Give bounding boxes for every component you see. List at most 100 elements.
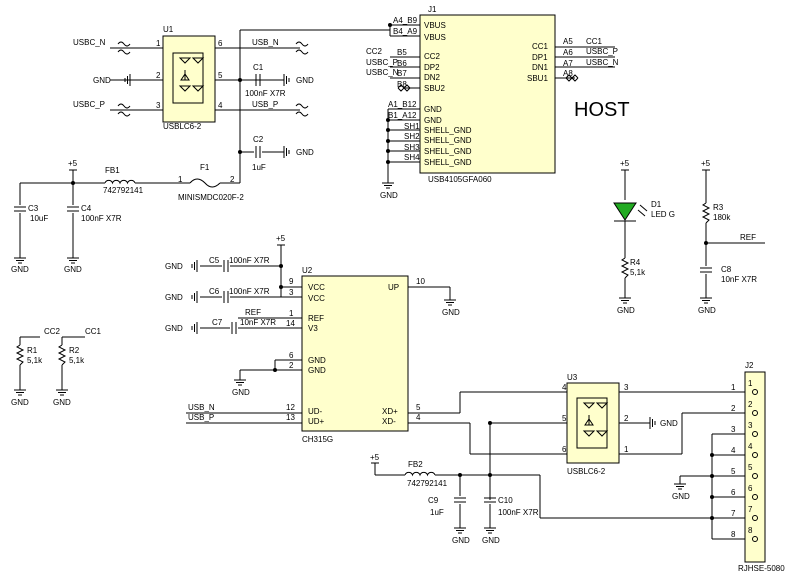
u1-esd-chip: U1 USBLC6-2 [162, 25, 216, 131]
pin-label: VBUS [424, 33, 446, 42]
pin-label: A1_B12 [388, 100, 417, 109]
c10-val: 100nF X7R [498, 508, 539, 517]
gnd-c2: GND [296, 148, 314, 157]
pin-label: 5 [731, 467, 736, 476]
pin-label: DN2 [424, 73, 441, 82]
gnd-j1: GND [380, 191, 398, 200]
pin-label: 4 [731, 446, 736, 455]
pin-label: SBU1 [527, 74, 548, 83]
pin-label: DP1 [532, 53, 548, 62]
pin-label: UD+ [308, 417, 325, 426]
pin-label: VCC [308, 283, 325, 292]
c10-ref: C10 [498, 496, 513, 505]
u3-pin3: 3 [624, 383, 629, 392]
u1-wires [110, 29, 390, 183]
gnd-c4: GND [64, 265, 82, 274]
net-cc1-r2: CC1 [85, 327, 102, 336]
pin-label: XD+ [382, 407, 398, 416]
gnd-r1: GND [11, 398, 29, 407]
u1-pin3: 3 [156, 101, 161, 110]
pin-label: UP [388, 283, 399, 292]
u3-ref: U3 [567, 373, 578, 382]
net-usbc-p-j1r: USBC_P [586, 47, 618, 56]
led-d1 [613, 169, 648, 250]
u2-pin-names: VCC VCC REF V3 GND GND UD- UD+ UP XD+ XD… [308, 283, 399, 426]
gnd-c3: GND [11, 265, 29, 274]
pin-label: 3 [748, 421, 753, 430]
pin-label: 1 [178, 175, 183, 184]
j2-part: RJHSE-5080 [738, 564, 785, 573]
pin-label: B4_A9 [393, 27, 418, 36]
gnd-c5: GND [165, 262, 183, 271]
c6-ref: C6 [209, 287, 220, 296]
pin-label: GND [308, 366, 326, 375]
pin-label: CC2 [424, 52, 441, 61]
pin-label: UD- [308, 407, 323, 416]
c9-ref: C9 [428, 496, 439, 505]
j2-pin-numbers: 1 2 3 4 5 6 7 8 [748, 379, 753, 535]
f1-val: MINISMDC020F-2 [178, 193, 244, 202]
pin-label: 5 [416, 403, 421, 412]
pin-label: 6 [731, 488, 736, 497]
c5-ref: C5 [209, 256, 220, 265]
r2-ref: R2 [69, 346, 80, 355]
pin-label: SHELL_GND [424, 136, 472, 145]
pin-label: 2 [230, 175, 235, 184]
pin-label: SH4 [404, 153, 420, 162]
pin-label: GND [424, 105, 442, 114]
c3-val: 10uF [30, 214, 48, 223]
plus5-d1: +5 [620, 159, 630, 168]
pin-label: SH1 [404, 122, 420, 131]
j1-ref: J1 [428, 5, 437, 14]
c5-val: 100nF X7R [229, 256, 270, 265]
pin-label: 13 [286, 413, 295, 422]
pin-label: VCC [308, 294, 325, 303]
u3-wires [408, 391, 735, 500]
pin-label: 9 [289, 277, 294, 286]
pin-label: 6 [748, 484, 753, 493]
u3-pin5: 5 [562, 414, 567, 423]
pin-label: B6 [397, 59, 407, 68]
d1-ref: D1 [651, 200, 662, 209]
net-cc1-j1: CC1 [586, 37, 603, 46]
pin-label: V3 [308, 324, 318, 333]
pin-label: B5 [397, 48, 407, 57]
pin-label: DN1 [532, 63, 549, 72]
fb1-ref: FB1 [105, 166, 120, 175]
f1-ref: F1 [200, 163, 210, 172]
pin-label: 3 [289, 288, 294, 297]
plus5-fb1: +5 [68, 159, 78, 168]
plus5-fb2: +5 [370, 453, 380, 462]
r1-ref: R1 [27, 346, 38, 355]
pin-label: 1 [731, 383, 736, 392]
gnd-c6: GND [165, 293, 183, 302]
u2-ref: U2 [302, 266, 313, 275]
pin-label: 2 [289, 361, 294, 370]
cc-resistors-wires [19, 336, 85, 390]
pin-label: B1_A12 [388, 111, 417, 120]
pin-label: 4 [748, 442, 753, 451]
pin-label: 7 [748, 505, 753, 514]
pin-label: SHELL_GND [424, 158, 472, 167]
u1-pin5: 5 [218, 71, 223, 80]
pin-label: 6 [289, 351, 294, 360]
pin-label: SH2 [404, 132, 420, 141]
pin-label: SHELL_GND [424, 126, 472, 135]
pin-label: 14 [286, 319, 295, 328]
gnd-c7: GND [165, 324, 183, 333]
u2-wires [186, 244, 451, 424]
fb1-val: 742792141 [103, 186, 144, 195]
j1-left-pin-names: VBUS VBUS CC2 DP2 DN2 SBU2 GND GND SHELL… [424, 21, 472, 167]
c7-ref: C7 [212, 318, 223, 327]
pin-label: GND [308, 356, 326, 365]
pin-label: A6 [563, 48, 573, 57]
gnd-r4: GND [617, 306, 635, 315]
power-in-wires [19, 169, 240, 258]
r4-ref: R4 [630, 258, 641, 267]
pin-label: A7 [563, 59, 573, 68]
fb2-wires [371, 462, 735, 528]
j1-pin-numbers: A4_B9 B4_A9 B5 B6 B7 B8 A1_B12 B1_A12 SH… [388, 16, 573, 162]
c8-val: 10nF X7R [721, 275, 757, 284]
u3-pin2: 2 [624, 414, 629, 423]
